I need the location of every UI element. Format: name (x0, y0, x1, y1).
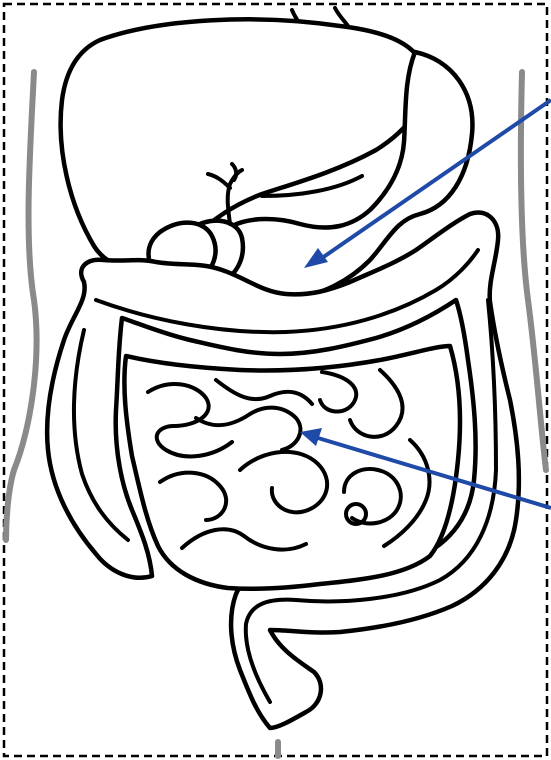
torso-right-outline (521, 72, 546, 470)
torso-left-outline (6, 72, 37, 540)
